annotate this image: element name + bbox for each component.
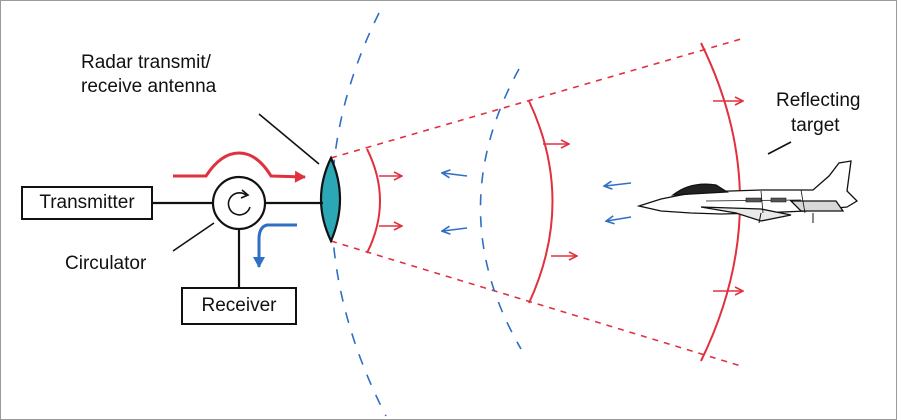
return-arrow — [443, 173, 468, 176]
circulator-rotation-icon — [227, 192, 251, 216]
target-label-line1: Reflecting — [776, 90, 861, 111]
circulator-rotation-arrowhead — [240, 189, 250, 199]
circulator-label: Circulator — [65, 253, 147, 274]
transmitter-box: Transmitter — [21, 186, 153, 220]
beam-edge-lower — [330, 240, 742, 367]
aircraft-target — [636, 160, 859, 224]
antenna-label-line1: Radar transmit/ — [81, 52, 211, 73]
transmit-wavefront-2 — [528, 100, 554, 304]
receive-signal-arrow — [253, 223, 297, 268]
target-leader-line — [767, 141, 792, 155]
antenna-leader-line — [258, 113, 320, 165]
return-arrow — [443, 228, 468, 231]
circulator — [211, 175, 267, 231]
receiver-box: Receiver — [181, 287, 297, 325]
target-label-line2: target — [791, 115, 840, 136]
transmit-wavefront-1 — [366, 148, 381, 254]
antenna-label-line2: receive antenna — [81, 76, 217, 97]
antenna-dish — [319, 155, 342, 244]
beam-edge-upper — [330, 38, 742, 159]
return-arrow — [607, 217, 632, 221]
return-arrow — [605, 183, 632, 186]
return-wavefront-small — [479, 68, 522, 350]
transmit-signal-arrow — [173, 151, 306, 183]
circulator-leader-line — [172, 222, 215, 252]
